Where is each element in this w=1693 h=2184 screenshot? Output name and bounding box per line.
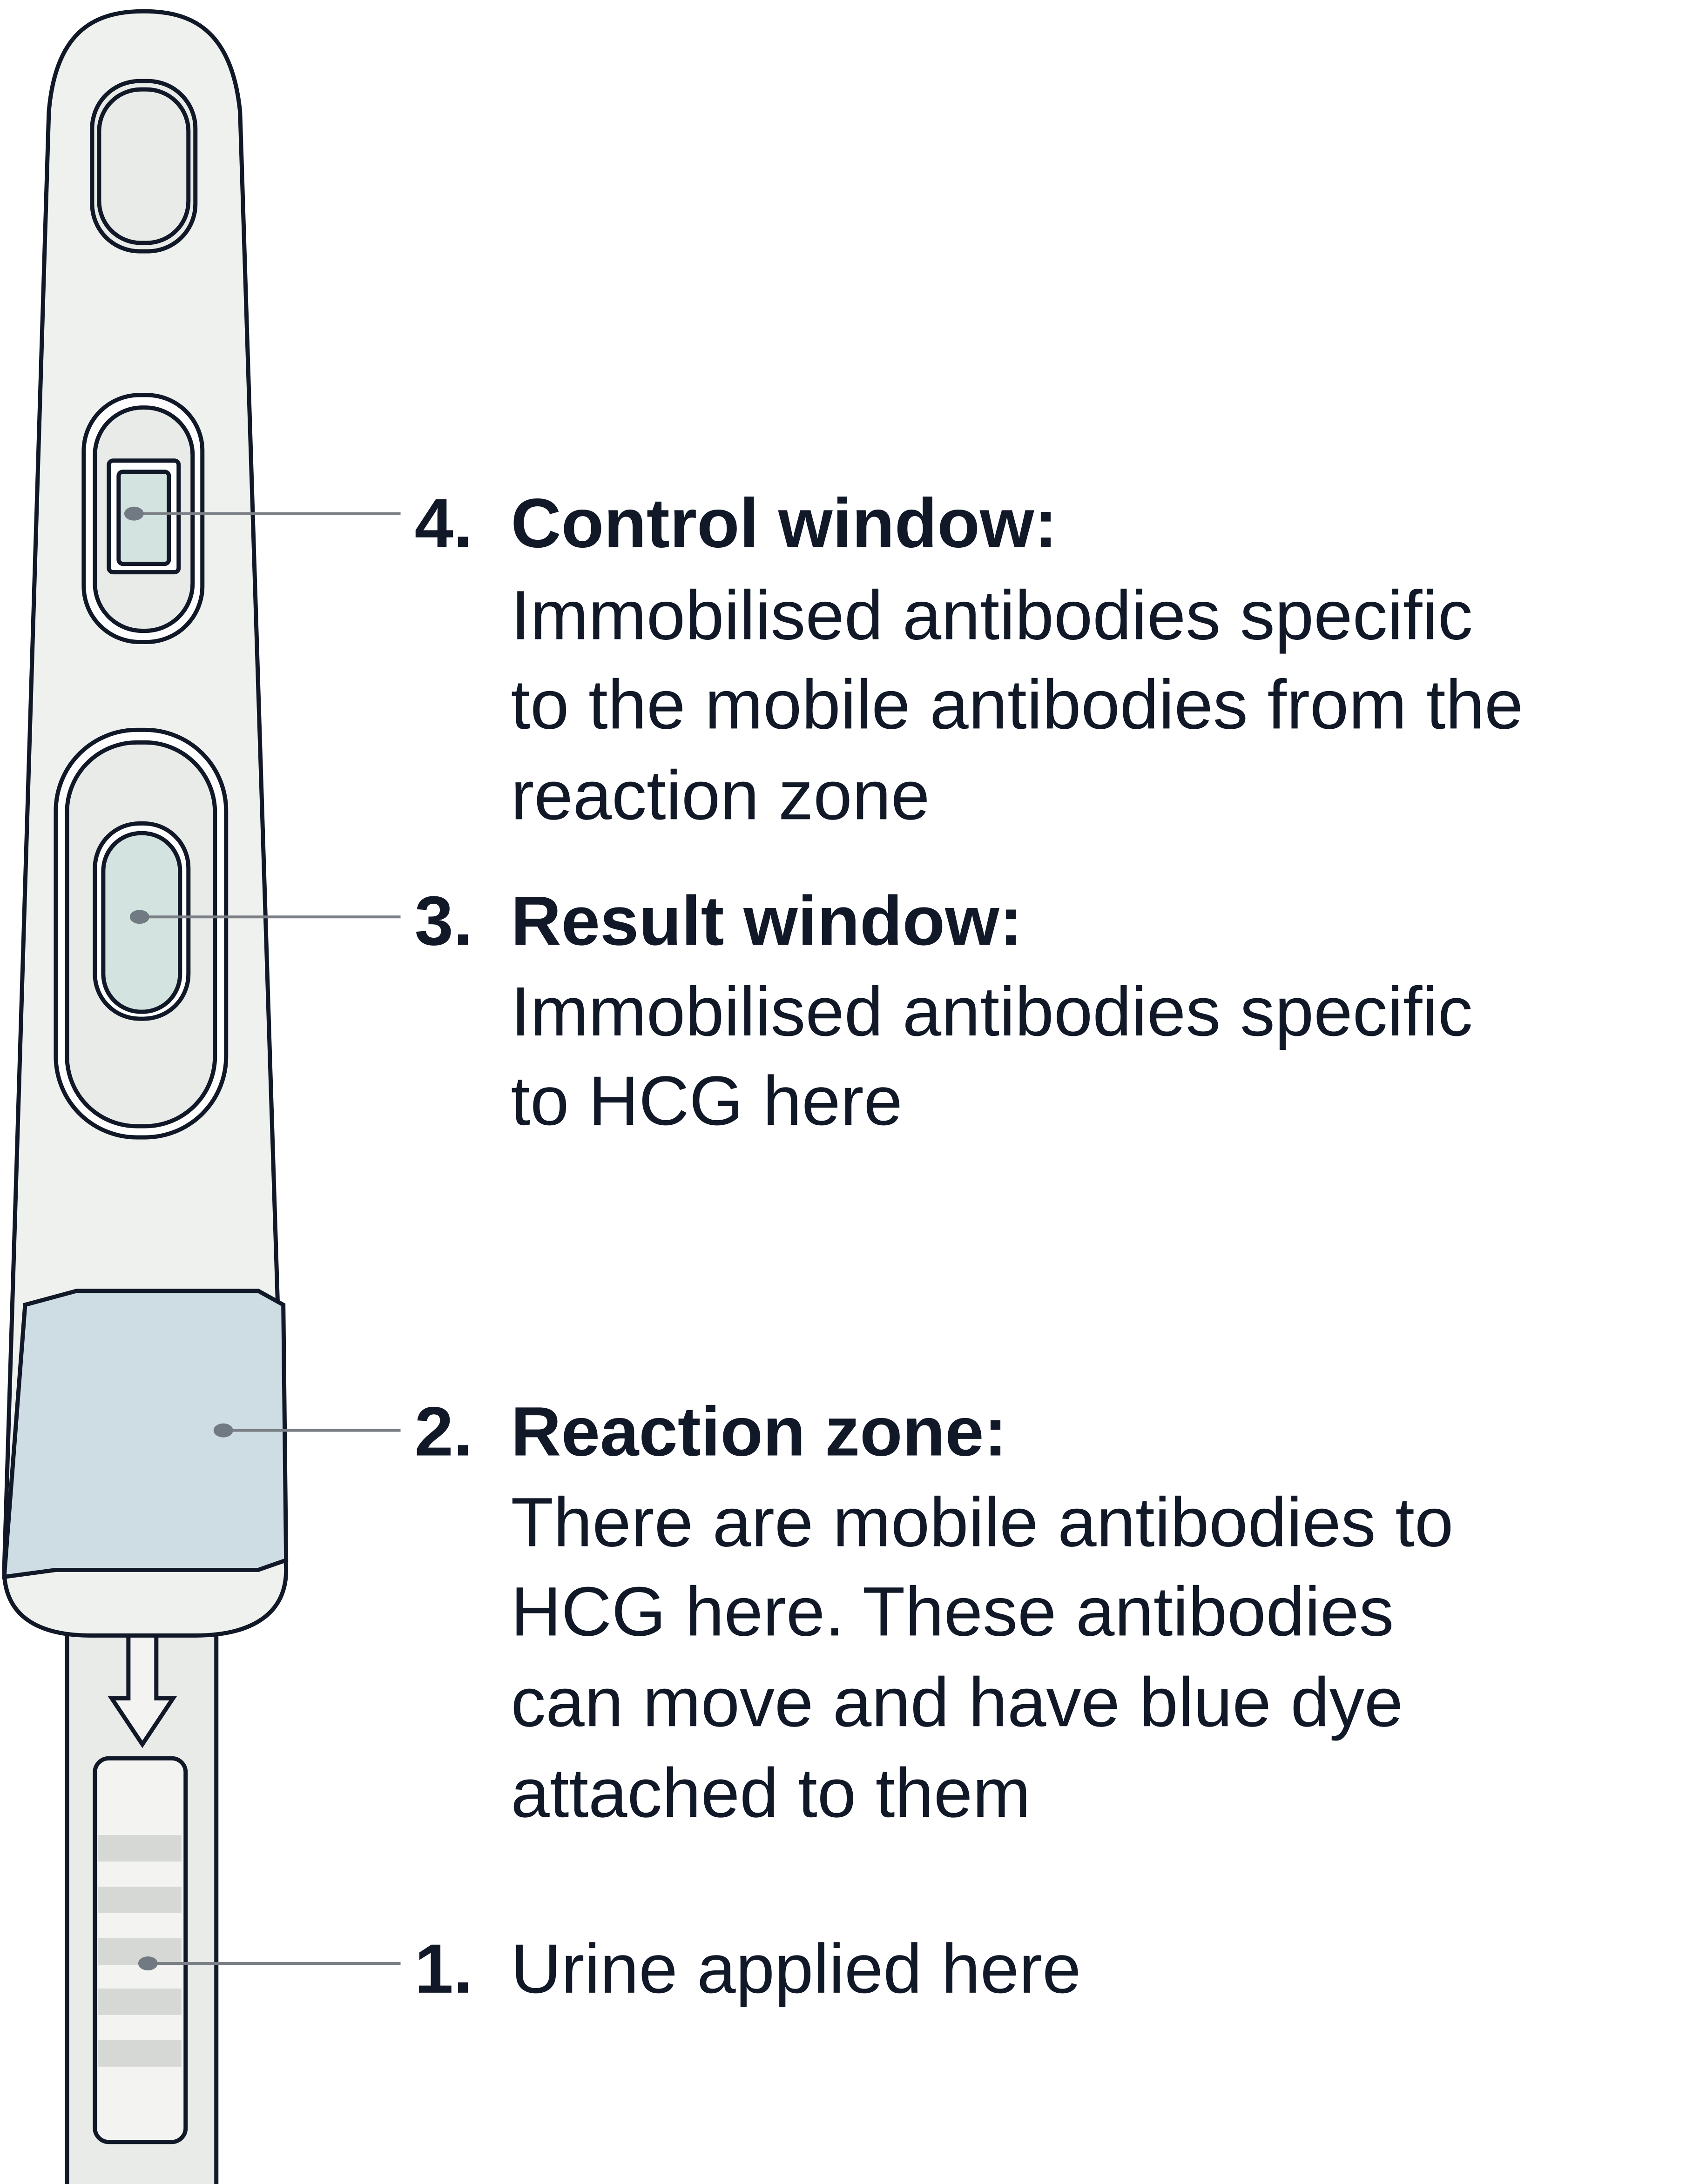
label-number: 3. — [415, 881, 473, 960]
label-line: to HCG here — [511, 1062, 902, 1140]
leader-dot-result — [129, 910, 149, 924]
label-title: Control window: — [511, 484, 1057, 562]
label-title: Reaction zone: — [511, 1392, 1007, 1471]
absorbent-strip — [65, 1616, 219, 2184]
label-urine: 1. Urine applied here — [415, 1929, 1081, 2008]
top-pill — [90, 79, 198, 254]
label-control-window: 4. Control window: Immobilised antibodie… — [415, 484, 1524, 834]
label-result-window: 3. Result window: Immobilised antibodies… — [415, 881, 1473, 1140]
label-number: 2. — [415, 1392, 473, 1471]
label-number: 1. — [415, 1929, 473, 2008]
label-title: Result window: — [511, 881, 1022, 960]
label-reaction-zone: 2. Reaction zone: There are mobile antib… — [415, 1392, 1454, 1832]
leader-dot-urine — [138, 1956, 158, 1970]
leader-dot-reaction — [213, 1423, 233, 1438]
label-line: There are mobile antibodies to — [511, 1483, 1453, 1561]
result-window — [54, 727, 229, 1140]
leader-dot-control — [124, 506, 144, 521]
label-number: 4. — [415, 484, 473, 562]
arrow-down-icon — [108, 1630, 177, 1748]
label-line: reaction zone — [511, 756, 930, 834]
control-window — [81, 393, 205, 645]
label-line: Immobilised antibodies specific — [511, 576, 1472, 654]
label-line: attached to them — [511, 1754, 1031, 1832]
label-line: HCG here. These antibodies — [511, 1572, 1394, 1650]
label-line: can move and have blue dye — [511, 1663, 1403, 1741]
label-line: Immobilised antibodies specific — [511, 972, 1472, 1050]
label-line: to the mobile antibodies from the — [511, 665, 1523, 743]
reaction-zone — [2, 1289, 289, 1579]
label-line: Urine applied here — [511, 1929, 1081, 2008]
